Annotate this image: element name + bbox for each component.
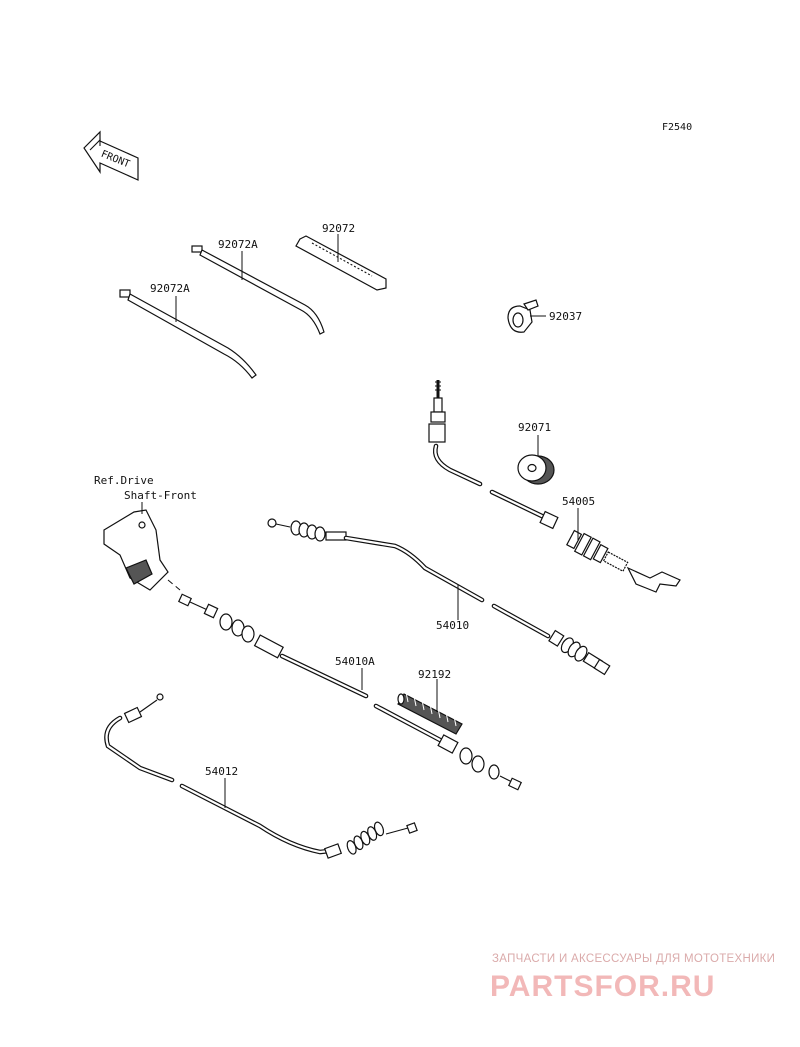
label-54010A: 54010A — [335, 655, 375, 668]
part-92037-clamp — [507, 299, 546, 333]
watermark-line2: PARTSFOR.RU — [490, 970, 715, 1003]
part-54010A-cable — [177, 593, 523, 791]
part-54005-cable — [428, 380, 681, 593]
label-92037: 92037 — [549, 310, 582, 323]
label-92072: 92072 — [322, 222, 355, 235]
label-92072A-upper: 92072A — [218, 238, 258, 251]
figure-code: F2540 — [662, 122, 692, 133]
part-92072-strap — [295, 234, 387, 291]
label-54010: 54010 — [436, 619, 469, 632]
ref-label-line1: Ref.Drive — [94, 474, 154, 487]
front-arrow-icon: FRONT — [83, 130, 139, 181]
label-92192: 92192 — [418, 668, 451, 681]
part-92192-sleeve — [397, 679, 463, 735]
part-92072A-tie-upper — [191, 245, 325, 335]
watermark-logo: ЗАПЧАСТИ И АКСЕССУАРЫ ДЛЯ МОТОТЕХНИКИ PA… — [490, 953, 775, 1003]
ref-drive-shaft-bracket — [103, 502, 181, 591]
part-92072A-tie-lower — [119, 289, 257, 379]
label-92071: 92071 — [518, 421, 551, 434]
part-92071-grommet — [517, 435, 555, 485]
watermark-line1: ЗАПЧАСТИ И АКСЕССУАРЫ ДЛЯ МОТОТЕХНИКИ — [492, 953, 775, 965]
part-54010-cable — [267, 518, 611, 676]
ref-label-line2: Shaft-Front — [124, 489, 197, 502]
label-54012: 54012 — [205, 765, 238, 778]
part-54012-cable — [104, 693, 418, 859]
label-54005: 54005 — [562, 495, 595, 508]
label-92072A-lower: 92072A — [150, 282, 190, 295]
